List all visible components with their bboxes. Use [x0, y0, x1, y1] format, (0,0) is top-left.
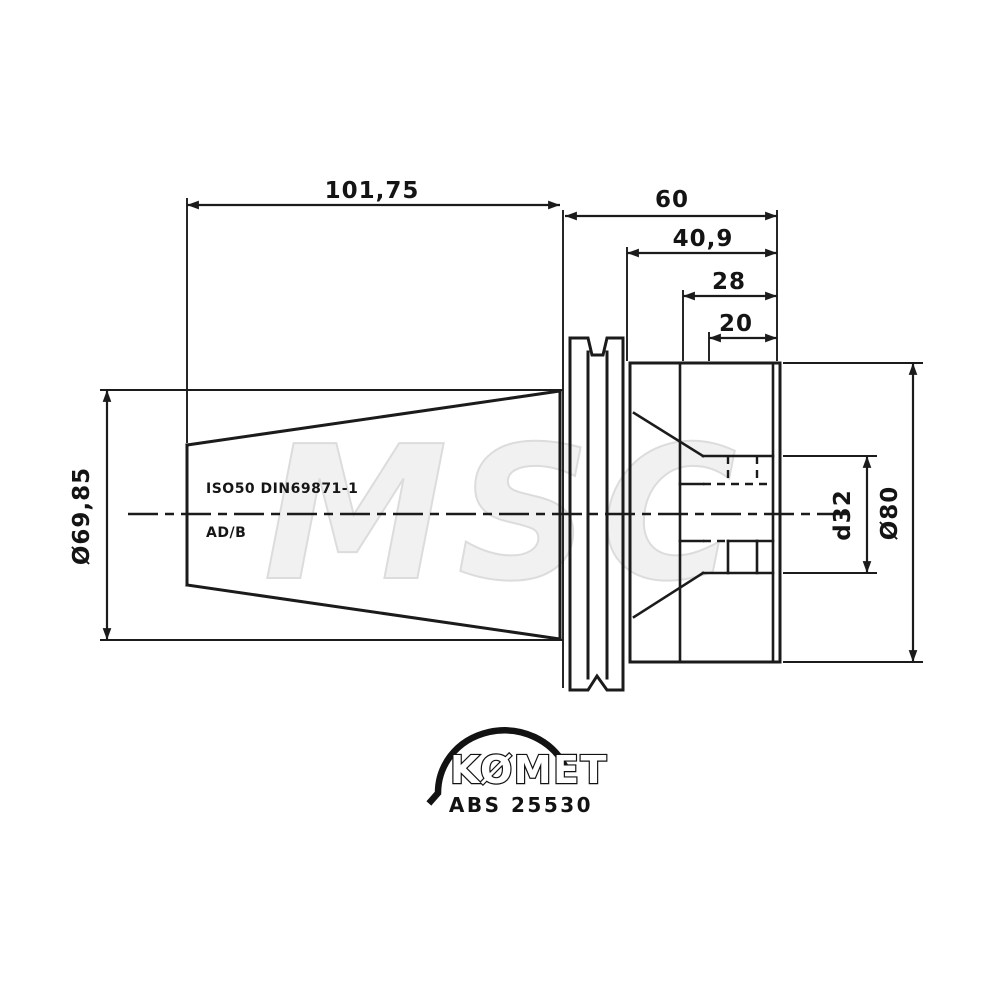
flange: [568, 336, 625, 692]
dim-rear-length: 40,9: [626, 226, 777, 361]
dim-taper-diameter: Ø69,85: [69, 389, 563, 641]
komet-logo: KØMET ABS 25530: [426, 727, 608, 817]
dim-body-length: 60: [565, 187, 778, 361]
dim-label-taper-length: 101,75: [325, 178, 420, 204]
cone-bottom-edge: [185, 583, 562, 641]
cone-top-edge: [185, 389, 562, 447]
taper-cone: [185, 389, 562, 641]
dim-label-taper-diameter: Ø69,85: [69, 467, 95, 565]
dim-body-diameter: Ø80: [783, 362, 923, 663]
komet-logo-text: KØMET: [450, 748, 608, 792]
dim-bore-depth: 28: [682, 269, 777, 361]
dim-bore-diameter: d32: [783, 455, 877, 574]
flange-top-edge: [568, 336, 625, 357]
komet-logo-arc-icon: [426, 727, 570, 806]
dim-taper-length: 101,75: [186, 178, 564, 688]
dim-label-bore-depth: 28: [712, 269, 746, 295]
dim-label-rear-length: 40,9: [673, 226, 734, 252]
marking-standard: ISO50 DIN69871-1: [206, 481, 358, 497]
entry-cone-bottom: [632, 571, 705, 619]
marking-form: AD/B: [206, 525, 246, 541]
flange-bottom-edge: [568, 673, 625, 692]
dim-label-bore-diameter: d32: [830, 489, 856, 540]
entry-cone-top: [632, 411, 705, 458]
dim-label-body-length: 60: [655, 187, 689, 213]
body-markings: ISO50 DIN69871-1 AD/B: [206, 481, 358, 541]
body-section: [628, 361, 782, 664]
dim-label-counterbore-depth: 20: [719, 311, 753, 337]
dim-counterbore-depth: 20: [708, 311, 777, 361]
dim-label-body-diameter: Ø80: [877, 486, 903, 541]
part-number: ABS 25530: [449, 793, 593, 817]
